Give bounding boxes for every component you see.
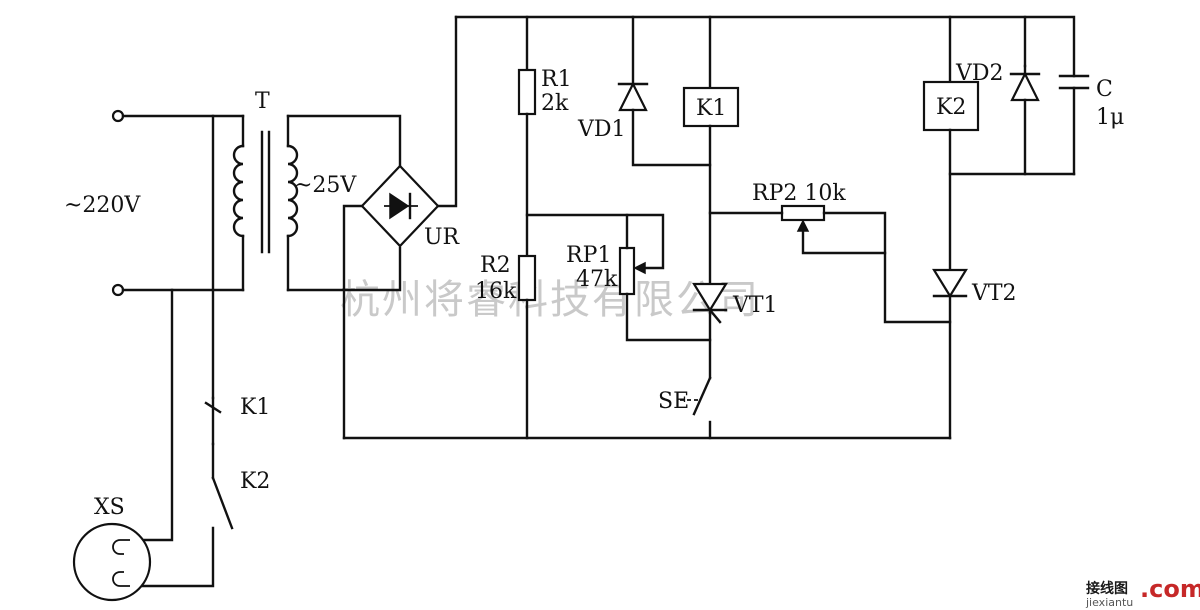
r1-name: R1 xyxy=(541,67,572,92)
relay-contact-k1: K1 xyxy=(204,395,270,446)
cap-value: 1μ xyxy=(1096,105,1124,130)
r1-value: 2k xyxy=(541,91,569,116)
socket-xs: XS xyxy=(72,495,152,602)
rp2-label: RP2 10k xyxy=(752,181,846,206)
transformer-t: T ~25V xyxy=(232,89,357,292)
socket-label: XS xyxy=(94,495,125,520)
r2-name: R2 xyxy=(480,253,511,278)
thyristor-vt1: VT1 xyxy=(692,282,778,324)
resistor-r2: R2 16k xyxy=(475,253,537,304)
capacitor-c: C 1μ xyxy=(1058,74,1124,130)
watermark-text: 杭州将睿科技有限公司 xyxy=(340,277,760,323)
bridge-label: UR xyxy=(424,225,461,250)
cap-name: C xyxy=(1096,77,1113,102)
vd1-label: VD1 xyxy=(577,117,626,142)
diode-vd1: VD1 xyxy=(577,81,649,142)
logo-en: .com xyxy=(1140,575,1200,603)
se-label: SE xyxy=(658,389,689,414)
relay-coil-k2: K2 xyxy=(922,80,980,132)
potentiometer-rp1: RP1 47k xyxy=(566,243,646,296)
thyristor-vt2: VT2 xyxy=(932,268,1017,306)
relay-contact-k2: K2 xyxy=(211,469,270,530)
mains-terminal-bottom xyxy=(111,283,125,297)
potentiometer-rp2: RP2 10k xyxy=(752,181,846,232)
r2-value: 16k xyxy=(475,279,517,304)
mains-input: ~220V xyxy=(64,109,245,297)
rp1-value: 47k xyxy=(576,267,618,292)
resistor-r1: R1 2k xyxy=(517,67,572,116)
transformer-label: T xyxy=(255,89,270,114)
rp1-name: RP1 xyxy=(566,243,611,268)
vt1-label: VT1 xyxy=(732,293,778,318)
k2-relay-label: K2 xyxy=(936,95,966,120)
logo-cn: 接线图 xyxy=(1086,580,1128,597)
site-logo: 接线图 .com jiexiantu xyxy=(1085,575,1200,609)
vt2-label: VT2 xyxy=(971,281,1017,306)
k1-contact-label: K1 xyxy=(240,395,270,420)
vd2-label: VD2 xyxy=(955,61,1004,86)
bridge-rectifier-ur: UR xyxy=(360,164,461,250)
switch-se: SE xyxy=(658,376,712,416)
relay-coil-k1: K1 xyxy=(682,86,740,128)
mains-voltage-label: ~220V xyxy=(64,193,141,218)
mains-terminal-top xyxy=(111,109,125,123)
secondary-voltage-label: ~25V xyxy=(294,173,357,198)
k2-contact-label: K2 xyxy=(240,469,270,494)
k1-relay-label: K1 xyxy=(696,96,726,121)
logo-url: jiexiantu xyxy=(1085,596,1133,609)
